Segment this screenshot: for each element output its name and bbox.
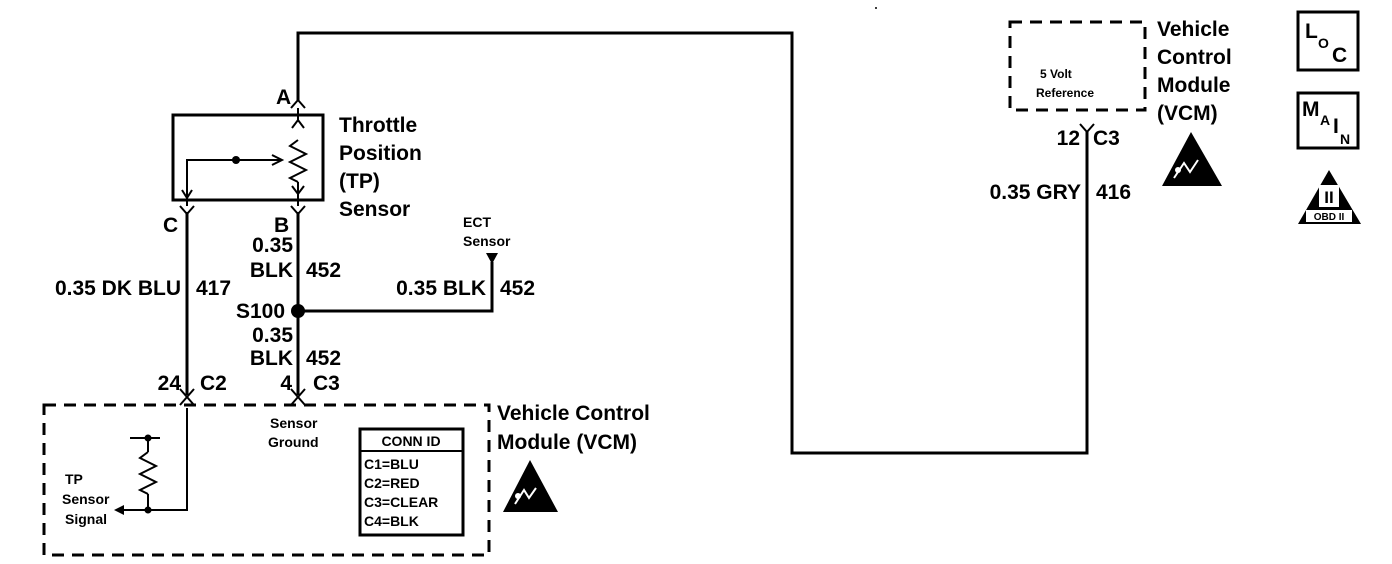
c3-ref-id: C3	[1093, 127, 1120, 150]
vcm-top-title-1: Vehicle	[1157, 18, 1229, 41]
connector-c3-ref-symbol	[1079, 123, 1095, 134]
pin-b-label: B	[274, 214, 289, 237]
connector-symbols	[179, 98, 1095, 406]
ect-label-1: ECT	[463, 214, 491, 230]
wire-labels: 0.35 DK BLU 417 0.35 BLK 452 S100 0.35 B…	[55, 181, 1131, 370]
arrow-down-icon	[291, 185, 305, 196]
tp-sensor-name-1: Throttle	[339, 114, 417, 137]
esd-warning-icon	[503, 460, 558, 512]
vcm-top-title-4: (VCM)	[1157, 102, 1218, 125]
tp-sensor-name-2: Position	[339, 142, 422, 165]
pin-c-label: C	[163, 214, 178, 237]
vcm-top-title-3: Module	[1157, 74, 1231, 97]
ground-upper-color: BLK	[250, 259, 293, 282]
c2-pin: 24	[158, 372, 182, 395]
reference-wire-gauge-color: 0.35 GRY	[990, 181, 1081, 204]
vcm-bottom-title-2: Module (VCM)	[497, 431, 637, 454]
vcm-top-title-2: Control	[1157, 46, 1232, 69]
ground-upper-circuit: 452	[306, 259, 341, 282]
scan-speck	[875, 7, 877, 9]
wiper-junction-dot	[232, 156, 240, 164]
vcm-resistor-zigzag	[137, 451, 159, 495]
connector-labels: 24 C2 4 C3 12 C3	[158, 127, 1120, 395]
conn-id-row: C2=RED	[364, 475, 420, 491]
c3-ground-pin: 4	[280, 372, 292, 395]
tp-resistor-zigzag	[287, 139, 309, 183]
ground-upper-gauge: 0.35	[252, 234, 293, 257]
svg-text:A: A	[1320, 112, 1330, 128]
svg-text:M: M	[1302, 98, 1320, 121]
c3-ref-pin: 12	[1057, 127, 1080, 150]
left-wire-gauge-color: 0.35 DK BLU	[55, 277, 181, 300]
svg-text:I: I	[1333, 115, 1339, 138]
tp-sensor-box	[171, 113, 325, 202]
c3-ground-id: C3	[313, 372, 340, 395]
ect-arrow-icon	[486, 253, 498, 264]
svg-text:O: O	[1318, 35, 1329, 51]
vcm-top: 5 Volt Reference Vehicle Control Module …	[1008, 18, 1232, 186]
reference-wire-416	[296, 31, 1089, 455]
tp-sensor-name-4: Sensor	[339, 198, 410, 221]
connector-b-symbol	[290, 205, 306, 216]
reference-label-2: Reference	[1036, 86, 1094, 100]
vcm-bottom: TP Sensor Signal Sensor Ground CONN ID C…	[42, 402, 650, 557]
conn-id-row: C4=BLK	[364, 513, 419, 529]
loc-icon: L O C	[1296, 10, 1360, 72]
sensor-ground-label-1: Sensor	[270, 415, 318, 431]
arrow-up-icon	[291, 118, 305, 129]
connector-c3-ground-symbol	[290, 388, 306, 406]
ect-sensor: ECT Sensor	[463, 214, 511, 264]
ground-lower-color: BLK	[250, 347, 293, 370]
connector-a-symbol	[290, 98, 306, 109]
splice-label: S100	[236, 300, 285, 323]
ground-lower-gauge: 0.35	[252, 324, 293, 347]
left-wire-circuit: 417	[196, 277, 231, 300]
conn-id-header: CONN ID	[381, 433, 440, 449]
wires	[122, 31, 1089, 511]
ect-wire-452	[298, 262, 494, 313]
reference-wire-circuit: 416	[1096, 181, 1131, 204]
svg-text:N: N	[1340, 131, 1350, 147]
conn-id-row: C1=BLU	[364, 456, 419, 472]
tp-wiper	[186, 159, 280, 206]
ect-label-2: Sensor	[463, 233, 511, 249]
svg-text:C: C	[1332, 44, 1347, 67]
obd-ii-icon: II OBD II	[1298, 170, 1361, 224]
vcm-bottom-title-1: Vehicle Control	[497, 402, 650, 425]
splice-s100-dot	[291, 304, 305, 318]
reference-label-1: 5 Volt	[1040, 67, 1072, 81]
tp-sensor: A B C Throttle Position (TP) Sensor	[163, 86, 422, 237]
tp-sensor-name-3: (TP)	[339, 170, 380, 193]
esd-warning-icon	[1162, 132, 1222, 186]
ect-wire-gauge-color: 0.35 BLK	[396, 277, 486, 300]
connector-c-symbol	[179, 205, 195, 216]
conn-id-row: C3=CLEAR	[364, 494, 438, 510]
svg-text:II: II	[1324, 188, 1333, 207]
main-icon: M A I N	[1296, 91, 1360, 150]
c2-id: C2	[200, 372, 227, 395]
tp-signal-label-3: Signal	[65, 511, 107, 527]
conn-id-table: CONN ID C1=BLU C2=RED C3=CLEAR C4=BLK	[358, 427, 465, 537]
vcm-bottom-box	[42, 403, 491, 557]
tp-signal-label-2: Sensor	[62, 491, 110, 507]
svg-text:OBD II: OBD II	[1314, 212, 1345, 223]
pin-a-label: A	[276, 86, 291, 109]
vcm-top-box	[1008, 20, 1147, 112]
svg-text:L: L	[1305, 20, 1318, 43]
connector-c2-symbol	[179, 388, 195, 406]
tp-signal-label-1: TP	[65, 471, 83, 487]
ect-wire-circuit: 452	[500, 277, 535, 300]
vcm-signal-trace	[122, 408, 188, 511]
sensor-ground-label-2: Ground	[268, 434, 319, 450]
ground-lower-circuit: 452	[306, 347, 341, 370]
